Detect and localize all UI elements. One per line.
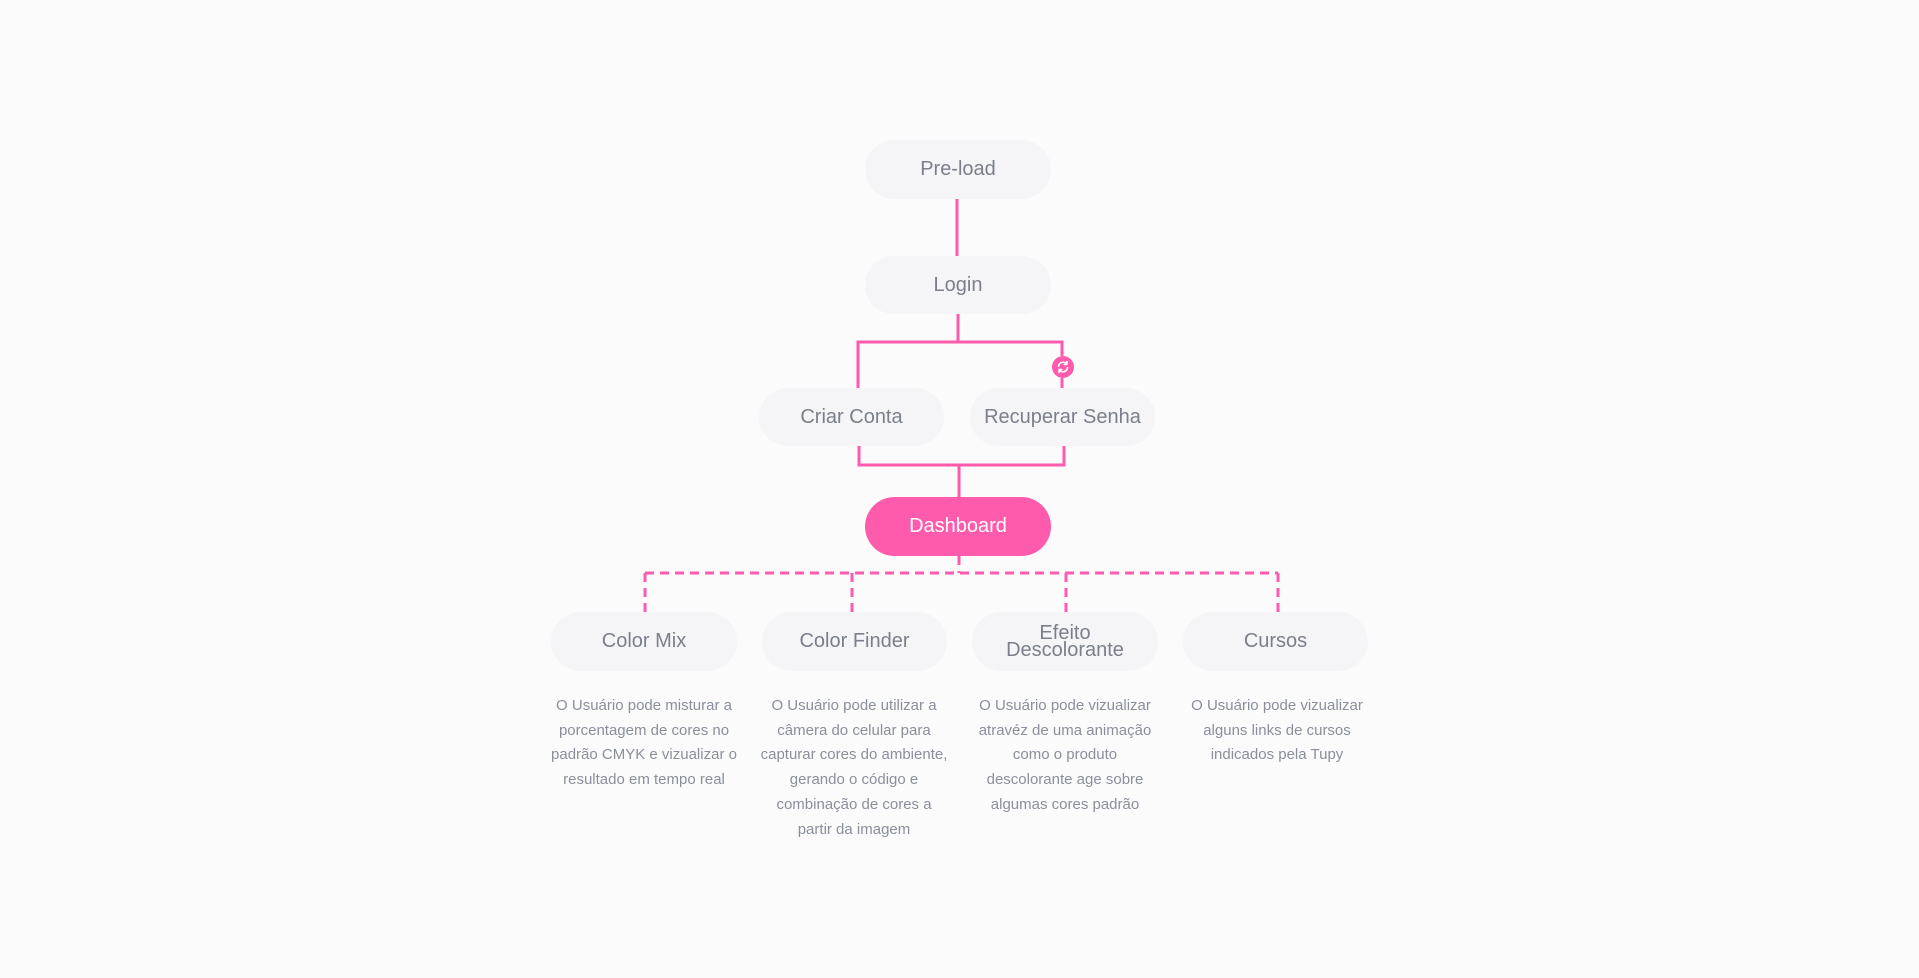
feature-color-finder-label: Color Finder [799, 630, 910, 652]
feature-node-efeito-descolorante[interactable]: Efeito Descolorante [972, 612, 1158, 671]
connector-login-criar-conta [856, 340, 1064, 388]
feature-efeito-label-line2: Descolorante [1006, 638, 1124, 661]
feature-node-color-finder[interactable]: Color Finder [762, 612, 947, 671]
node-criar-conta-label: Criar Conta [800, 405, 903, 428]
node-preload[interactable]: Pre-load [865, 140, 1051, 199]
node-dashboard-label: Dashboard [909, 515, 1007, 537]
feature-efeito-label-line1: Efeito [1039, 621, 1091, 644]
refresh-icon [1052, 356, 1074, 378]
connector-criar-to-dashboard [857, 446, 1066, 467]
feature-node-cursos[interactable]: Cursos [1183, 612, 1368, 671]
feature-efeito-descolorante-description: O Usuário pode vizualizar atravéz de uma… [978, 697, 1152, 813]
node-login[interactable]: Login [865, 256, 1051, 314]
node-dashboard[interactable]: Dashboard [865, 497, 1051, 556]
feature-color-finder-description: O Usuário pode utilizar a câmera do celu… [760, 697, 948, 838]
node-preload-label: Pre-load [920, 158, 996, 180]
feature-color-mix-description: O Usuário pode misturar a porcentagem de… [551, 697, 737, 789]
node-criar-conta[interactable]: Criar Conta [759, 388, 944, 446]
node-recuperar-senha-label: Recuperar Senha [984, 405, 1141, 428]
node-login-label: Login [933, 273, 983, 296]
feature-node-color-mix[interactable]: Color Mix [551, 612, 737, 671]
feature-cursos-description: O Usuário pode vizualizar alguns links d… [1191, 697, 1363, 764]
feature-cursos-label: Cursos [1243, 630, 1308, 652]
node-recuperar-senha[interactable]: Recuperar Senha [970, 388, 1155, 446]
feature-color-mix-label: Color Mix [601, 630, 687, 652]
